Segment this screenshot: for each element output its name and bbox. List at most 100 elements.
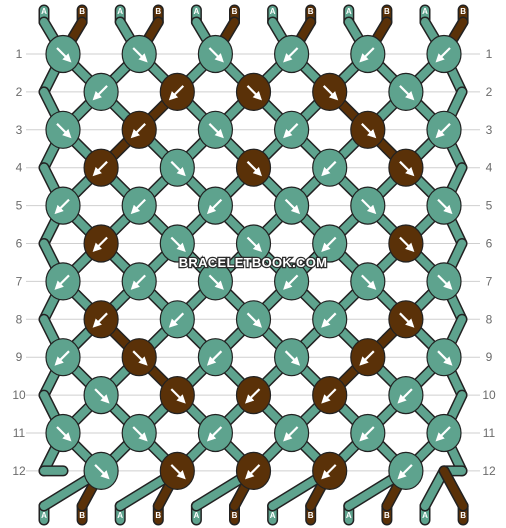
knot-arrow-icon xyxy=(132,426,148,442)
knot-arrow-icon xyxy=(435,123,451,139)
strand-label-top: B xyxy=(384,7,390,16)
row-number-right: 6 xyxy=(486,237,493,251)
strand-label-bottom: A xyxy=(346,511,352,520)
knot-arrow-icon xyxy=(92,312,108,328)
strand-label-bottom: A xyxy=(194,511,200,520)
strand-label-bottom: A xyxy=(117,511,123,520)
knot-arrow-icon xyxy=(397,464,413,480)
row-number-right: 8 xyxy=(486,312,493,326)
knot-arrow-icon xyxy=(208,274,224,290)
row-number-right: 2 xyxy=(486,85,493,99)
knot-arrow-icon xyxy=(321,160,337,177)
row-number-left: 9 xyxy=(16,350,23,364)
knot-arrow-icon xyxy=(94,464,110,480)
strand-label-top: A xyxy=(422,7,428,16)
knot-arrow-icon xyxy=(321,312,337,328)
knot-arrow-icon xyxy=(130,198,146,215)
row-number-right: 4 xyxy=(486,161,493,175)
knot-arrow-icon xyxy=(284,198,301,215)
strand-label-top: B xyxy=(79,7,85,16)
row-number-left: 7 xyxy=(16,274,23,288)
strand-label-top: A xyxy=(346,7,352,16)
knot-arrow-icon xyxy=(399,85,415,101)
knot-arrow-icon xyxy=(246,236,262,252)
knot-arrow-icon xyxy=(437,350,453,366)
row-number-left: 2 xyxy=(16,85,23,99)
knot-arrow-icon xyxy=(321,388,337,404)
knot-arrow-icon xyxy=(283,123,299,139)
knot-arrow-icon xyxy=(399,236,415,252)
bottom-strand-fill xyxy=(421,466,448,510)
knot-arrow-icon xyxy=(56,426,72,442)
strand-label-bottom: B xyxy=(155,511,161,520)
strand-label-top: A xyxy=(41,7,47,16)
strand-label-top: A xyxy=(270,7,276,16)
knot-arrow-icon xyxy=(397,388,413,404)
knots xyxy=(45,34,462,490)
knot-arrow-icon xyxy=(437,274,453,290)
knot-arrow-icon xyxy=(361,198,377,215)
knot-arrow-icon xyxy=(92,160,108,177)
strand-label-bottom: B xyxy=(79,511,85,520)
knot-arrow-icon xyxy=(359,350,375,366)
row-number-left: 1 xyxy=(16,47,23,61)
knot-arrow-icon xyxy=(54,350,70,366)
knot-arrow-icon xyxy=(170,388,186,404)
knot-arrow-icon xyxy=(208,47,224,63)
strand-label-bottom: B xyxy=(384,511,390,520)
knot-arrow-icon xyxy=(206,350,223,366)
row-number-left: 8 xyxy=(16,312,23,326)
row-number-left: 11 xyxy=(13,426,26,440)
knot-arrow-icon xyxy=(56,47,72,63)
strand-label-bottom: A xyxy=(270,511,276,520)
row-number-left: 5 xyxy=(16,199,23,213)
strand-label-top: A xyxy=(117,7,123,16)
strand-label-top: B xyxy=(155,7,161,16)
knot-arrow-icon xyxy=(245,388,261,404)
row-number-right: 3 xyxy=(486,123,493,137)
row-number-right: 11 xyxy=(483,426,496,440)
knot-arrow-icon xyxy=(283,274,299,290)
knot-arrow-icon xyxy=(283,426,299,442)
knot-arrow-icon xyxy=(399,312,415,328)
knot-arrow-icon xyxy=(168,312,185,328)
row-number-right: 7 xyxy=(486,274,493,288)
knot-arrow-icon xyxy=(92,85,108,101)
knot-arrow-icon xyxy=(92,236,108,252)
knot-arrow-icon xyxy=(170,236,186,252)
row-number-right: 5 xyxy=(486,199,493,213)
strand-label-bottom: A xyxy=(41,511,47,520)
knot-arrow-icon xyxy=(208,123,224,139)
strand-label-top: B xyxy=(460,7,466,16)
knot-arrow-icon xyxy=(359,426,375,442)
knot-arrow-icon xyxy=(245,464,261,480)
knot-arrow-icon xyxy=(246,312,262,328)
strand-label-bottom: B xyxy=(232,511,238,520)
strand-label-top: A xyxy=(194,7,200,16)
knot-arrow-icon xyxy=(321,464,337,480)
strand-label-top: B xyxy=(308,7,314,16)
knot-arrow-icon xyxy=(54,198,70,215)
knot-arrow-icon xyxy=(399,160,415,177)
row-number-left: 3 xyxy=(16,123,23,137)
watermark: BRACELETBOOK.COM xyxy=(179,255,328,270)
knot-arrow-icon xyxy=(130,123,146,139)
row-number-left: 10 xyxy=(12,388,26,402)
row-number-right: 9 xyxy=(486,350,493,364)
knot-arrow-icon xyxy=(206,198,223,215)
knot-arrow-icon xyxy=(283,47,299,63)
knot-arrow-icon xyxy=(321,236,337,252)
strand-label-bottom: B xyxy=(460,511,466,520)
knot-arrow-icon xyxy=(130,274,146,290)
knot-arrow-icon xyxy=(170,464,186,480)
knot-arrow-icon xyxy=(54,274,70,290)
knot-arrow-icon xyxy=(132,47,148,63)
row-number-right: 10 xyxy=(482,388,496,402)
strand-label-bottom: B xyxy=(308,511,314,520)
knot-arrow-icon xyxy=(359,47,375,63)
knot-arrow-icon xyxy=(361,274,377,290)
knot-arrow-icon xyxy=(168,85,185,101)
knot-arrow-icon xyxy=(246,85,262,101)
